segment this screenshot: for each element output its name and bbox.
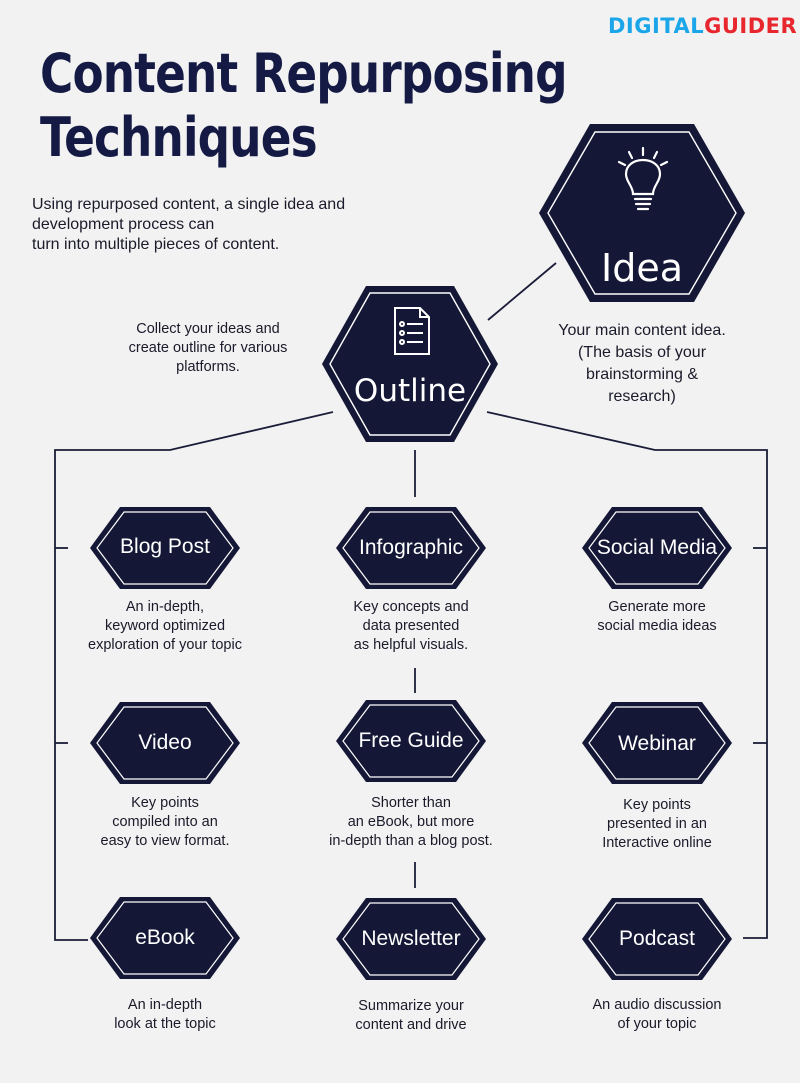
newsletter-node: Newsletter xyxy=(334,896,488,982)
webinar-hexagon-shape xyxy=(582,702,732,784)
social-media-desc-line: Generate more xyxy=(608,599,706,615)
webinar-desc-line: Interactive online xyxy=(602,835,712,851)
blog-post-description: An in-depth, keyword optimized explorati… xyxy=(65,598,265,655)
idea-desc-line: brainstorming & xyxy=(585,366,699,383)
infographic-desc-line: as helpful visuals. xyxy=(353,637,469,653)
social-media-desc-line: social media ideas xyxy=(597,618,717,634)
idea-hexagon-shape xyxy=(539,124,745,302)
infographic-desc-line: Key concepts and xyxy=(353,599,469,615)
outline-description: Collect your ideas and create outline fo… xyxy=(108,320,308,377)
connector-right-tree xyxy=(486,411,768,939)
ebook-label: eBook xyxy=(135,926,195,949)
video-desc-line: compiled into an xyxy=(112,814,218,830)
connector-left-tree xyxy=(54,411,334,941)
brand-logo: DIGITALGUIDER xyxy=(608,14,797,38)
video-desc-line: easy to view format. xyxy=(100,833,230,849)
podcast-label: Podcast xyxy=(619,927,695,950)
free-guide-label: Free Guide xyxy=(358,729,464,752)
idea-description: Your main content idea. (The basis of yo… xyxy=(528,320,756,408)
newsletter-desc-line: content and drive xyxy=(355,1017,467,1033)
newsletter-description: Summarize your content and drive xyxy=(311,997,511,1035)
intro-line: turn into multiple pieces of content. xyxy=(32,236,280,253)
social-media-description: Generate more social media ideas xyxy=(557,598,757,636)
social-media-hexagon-shape xyxy=(582,507,732,589)
free-guide-description: Shorter than an eBook, but more in-depth… xyxy=(301,794,521,851)
video-desc-line: Key points xyxy=(131,795,199,811)
blog-post-desc-line: keyword optimized xyxy=(104,618,226,634)
blog-post-hexagon-shape xyxy=(90,507,240,589)
free-guide-desc-line: in-depth than a blog post. xyxy=(329,833,493,849)
idea-node: Idea xyxy=(537,122,747,304)
podcast-desc-line: of your topic xyxy=(617,1016,697,1032)
ebook-desc-line: An in-depth xyxy=(127,997,203,1013)
podcast-hexagon-shape xyxy=(582,898,732,980)
infographic-hexagon-shape xyxy=(336,507,486,589)
free-guide-desc-line: Shorter than xyxy=(371,795,451,811)
webinar-label: Webinar xyxy=(618,732,696,755)
idea-label: Idea xyxy=(601,246,683,290)
infographic-desc-line: data presented xyxy=(362,618,460,634)
intro-line: development process can xyxy=(32,216,215,233)
page-title-line2: Techniques xyxy=(40,106,318,169)
infographic-label: Infographic xyxy=(359,536,463,559)
ebook-node: eBook xyxy=(88,895,242,981)
video-hexagon-shape xyxy=(90,702,240,784)
brand-logo-part2: GUIDER xyxy=(704,14,798,38)
outline-desc-line: Collect your ideas and xyxy=(136,321,280,337)
ebook-description: An in-depth look at the topic xyxy=(65,996,265,1034)
free-guide-hexagon-shape xyxy=(336,700,486,782)
connector-idea-outline xyxy=(487,262,557,321)
free-guide-node: Free Guide xyxy=(334,698,488,784)
blog-post-node: Blog Post xyxy=(88,505,242,591)
webinar-node: Webinar xyxy=(580,700,734,786)
infographic-node: Infographic xyxy=(334,505,488,591)
newsletter-hexagon-shape xyxy=(336,898,486,980)
outline-desc-line: create outline for various xyxy=(128,340,288,356)
outline-desc-line: platforms. xyxy=(176,359,240,375)
intro-line: Using repurposed content, a single idea … xyxy=(32,196,346,213)
video-node: Video xyxy=(88,700,242,786)
ebook-hexagon-shape xyxy=(90,897,240,979)
webinar-description: Key points presented in an Interactive o… xyxy=(557,796,757,853)
outline-label: Outline xyxy=(353,373,467,409)
blog-post-desc-line: exploration of your topic xyxy=(88,637,242,653)
video-description: Key points compiled into an easy to view… xyxy=(65,794,265,851)
newsletter-desc-line: Summarize your xyxy=(358,998,464,1014)
outline-hexagon-shape xyxy=(322,286,498,442)
blog-post-label: Blog Post xyxy=(120,535,210,558)
idea-desc-line: research) xyxy=(608,388,676,405)
page-title: Content Repurposing Techniques xyxy=(40,42,568,170)
idea-desc-line: Your main content idea. xyxy=(558,322,726,339)
webinar-desc-line: presented in an xyxy=(607,816,707,832)
podcast-description: An audio discussion of your topic xyxy=(557,996,757,1034)
podcast-node: Podcast xyxy=(580,896,734,982)
free-guide-desc-line: an eBook, but more xyxy=(347,814,475,830)
podcast-desc-line: An audio discussion xyxy=(592,997,722,1013)
social-media-node: Social Media xyxy=(580,505,734,591)
brand-logo-part1: DIGITAL xyxy=(608,14,705,38)
intro-text: Using repurposed content, a single idea … xyxy=(32,195,392,255)
video-label: Video xyxy=(138,731,192,754)
infographic-description: Key concepts and data presented as helpf… xyxy=(311,598,511,655)
idea-desc-line: (The basis of your xyxy=(577,344,707,361)
page-title-line1: Content Repurposing xyxy=(40,42,568,105)
webinar-desc-line: Key points xyxy=(623,797,691,813)
newsletter-label: Newsletter xyxy=(361,927,461,950)
social-media-label: Social Media xyxy=(596,536,718,559)
blog-post-desc-line: An in-depth, xyxy=(125,599,205,615)
outline-node: Outline xyxy=(320,284,500,444)
ebook-desc-line: look at the topic xyxy=(114,1016,216,1032)
